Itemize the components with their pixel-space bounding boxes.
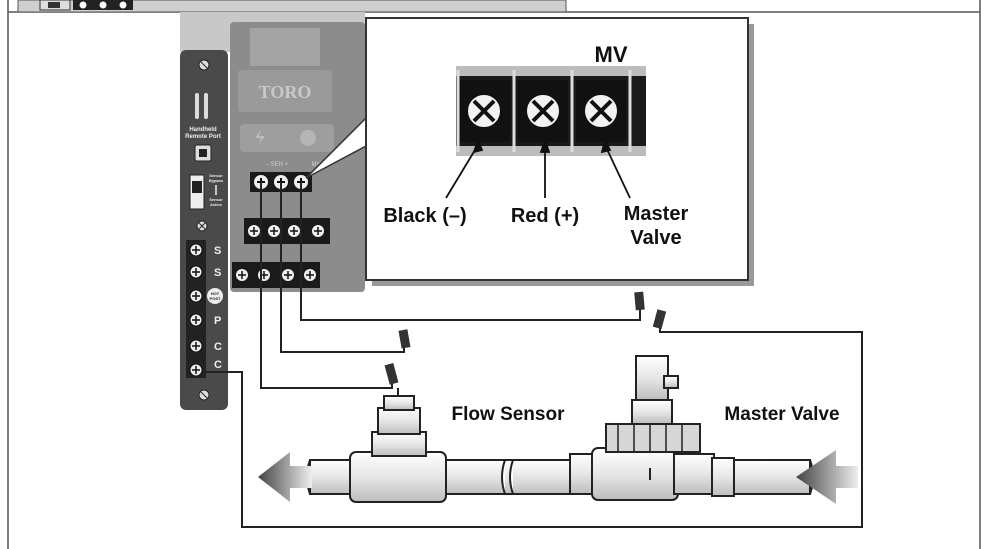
switch-label-bot-1: Sensor (209, 197, 223, 202)
switch-label-top-1: Sensor (209, 173, 223, 178)
sensor-icon (300, 130, 316, 146)
flow-arrow-right-icon (796, 450, 858, 504)
flow-arrow-left-icon (258, 452, 312, 502)
callout-terminal-sen-plus (518, 80, 568, 142)
module-header-sen: – SEN + (266, 162, 289, 168)
lightning-icon (255, 130, 265, 144)
module-terminal-bottom (232, 262, 320, 288)
port-label-1: Handheld (189, 127, 217, 133)
switch-label-bot-2: Active (210, 202, 223, 207)
terminal-label-p: P (214, 315, 221, 327)
callout-pointer-lines (445, 137, 631, 199)
controller-module: TORO – SEN + MV (230, 22, 365, 292)
master-valve (569, 355, 735, 501)
callout-box: MV Black (–) Red (+) (365, 17, 754, 286)
terminal-label-c1: C (214, 341, 222, 353)
flow-sensor (349, 388, 447, 503)
callout-terminal-mv (576, 80, 626, 142)
toro-logo: TORO (259, 82, 312, 102)
terminal-label-c2: C (214, 359, 222, 371)
label-black: Black (–) (383, 205, 466, 227)
hot-post-badge (207, 288, 223, 304)
label-master-1: Master (624, 203, 689, 225)
terminal-label-s1: S (214, 245, 221, 257)
terminal-board: Handheld Remote Port Sensor Bypass Senso… (180, 50, 228, 410)
label-red: Red (+) (511, 205, 579, 227)
label-master-2: Valve (630, 227, 681, 249)
terminal-label-s2: S (214, 267, 221, 279)
hot-post-label-2: POST (210, 296, 221, 301)
switch-label-top-2: Bypass (209, 178, 224, 183)
wire-tips (384, 291, 667, 385)
port-label-2: Remote Port (185, 134, 221, 140)
label-master-valve: Master Valve (724, 404, 839, 425)
callout-terminal-sen-minus (460, 80, 510, 142)
label-flow-sensor: Flow Sensor (452, 404, 566, 425)
top-terminal-strip (17, 0, 567, 13)
callout-header-mv: MV (595, 42, 628, 67)
module-terminal-mid (244, 218, 330, 244)
hot-post-label-1: HOT (211, 291, 220, 296)
module-header-mv: MV (312, 162, 321, 168)
